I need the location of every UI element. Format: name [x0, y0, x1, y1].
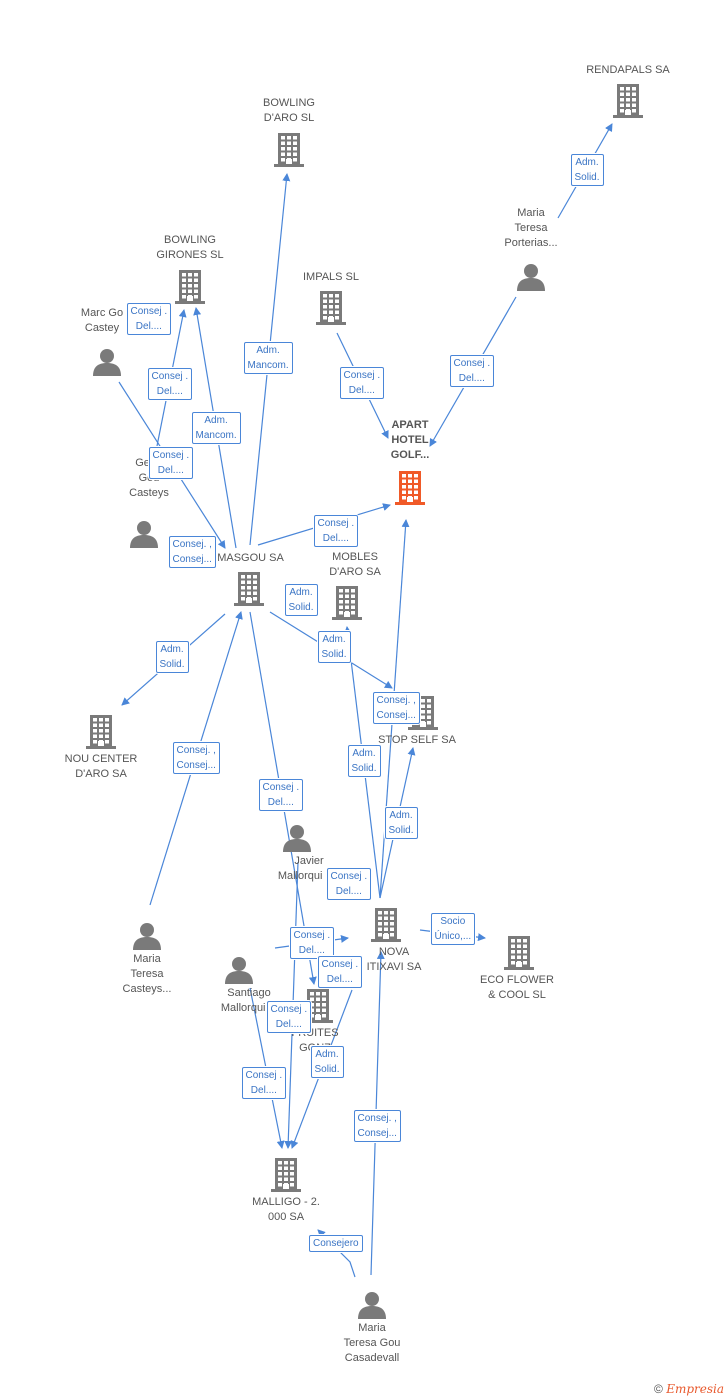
relation-badge[interactable]: Adm. Mancom. — [243, 342, 293, 374]
company-node-label[interactable]: BOWLING D'ARO SL — [234, 96, 344, 126]
relation-badge[interactable]: Consej. , Consej... — [172, 742, 220, 774]
company-node-label[interactable]: BOWLING GIRONES SL — [135, 233, 245, 263]
relation-badge[interactable]: Consej . Del.... — [258, 779, 304, 811]
relation-badge[interactable]: Adm. Mancom. — [191, 412, 241, 444]
relation-badge[interactable]: Consej . Del.... — [449, 355, 495, 387]
node-label-text: RENDAPALS SA — [586, 64, 670, 76]
company-node-label[interactable]: APART HOTEL GOLF... — [355, 418, 465, 463]
building-icon[interactable] — [371, 908, 401, 942]
building-icon[interactable] — [234, 572, 264, 606]
relation-badge[interactable]: Consej . Del.... — [148, 447, 194, 479]
company-node-label[interactable]: NOU CENTER D'ARO SA — [46, 752, 156, 782]
person-icon[interactable] — [133, 922, 161, 950]
relation-badge[interactable]: Consej . Del.... — [147, 368, 193, 400]
node-label-text: STOP SELF SA — [378, 734, 456, 746]
company-node-label[interactable]: IMASGOU SA — [194, 551, 304, 566]
person-icon[interactable] — [358, 1291, 386, 1319]
person-node-label[interactable]: Maria Teresa Casteys... — [92, 952, 202, 997]
relation-badge[interactable]: Consej . Del.... — [326, 868, 372, 900]
relation-badge[interactable]: Consej. , Consej... — [372, 692, 420, 724]
relation-badge[interactable]: Consej . Del.... — [313, 515, 359, 547]
building-icon[interactable] — [395, 471, 425, 505]
node-label-text: MOBLES D'ARO SA — [329, 551, 381, 578]
node-label-text: BOWLING GIRONES SL — [156, 234, 224, 261]
node-label-text: MALLIGO - 2. 000 SA — [252, 1196, 320, 1223]
relation-badge[interactable]: Adm. Solid. — [347, 745, 381, 777]
relation-badge[interactable]: Consej . Del.... — [241, 1067, 287, 1099]
node-label-text: Marc Go Castey — [80, 307, 124, 334]
relation-badge[interactable]: Consej . Del.... — [126, 303, 172, 335]
copyright-symbol: © — [654, 1382, 663, 1396]
node-label-text: Maria Teresa Casteys... — [122, 953, 172, 995]
footer: © Empresia — [654, 1382, 724, 1396]
person-icon[interactable] — [517, 263, 545, 291]
building-icon[interactable] — [274, 133, 304, 167]
company-node-label[interactable]: ECO FLOWER & COOL SL — [462, 973, 572, 1003]
building-icon[interactable] — [504, 936, 534, 970]
node-label-text: APART HOTEL GOLF... — [390, 419, 430, 461]
node-label-text: Maria Teresa Porterias... — [504, 207, 558, 249]
node-label-text: Maria Teresa Gou Casadevall — [343, 1322, 401, 1364]
building-icon[interactable] — [316, 291, 346, 325]
person-node-label[interactable]: Maria Teresa Porterias... — [476, 206, 586, 251]
relation-badge[interactable]: Adm. Solid. — [310, 1046, 344, 1078]
building-icon[interactable] — [271, 1158, 301, 1192]
node-label-text: BOWLING D'ARO SL — [263, 97, 315, 124]
company-node-label[interactable]: MOBLES D'ARO SA — [300, 550, 410, 580]
relation-badge[interactable]: Adm. Solid. — [155, 641, 189, 673]
node-label-text: IMASGOU SA — [214, 552, 284, 564]
person-icon[interactable] — [93, 348, 121, 376]
brand-logo[interactable]: Empresia — [666, 1382, 724, 1396]
relation-badge[interactable]: Consejero — [309, 1234, 363, 1252]
node-label-text: ECO FLOWER & COOL SL — [480, 974, 554, 1001]
person-icon[interactable] — [283, 824, 311, 852]
person-node-label[interactable]: Maria Teresa Gou Casadevall — [317, 1321, 427, 1366]
relation-badge[interactable]: Adm. Solid. — [317, 631, 351, 663]
company-node-label[interactable]: NOVA ITIXAVI SA — [339, 945, 449, 975]
node-label-text: NOU CENTER D'ARO SA — [64, 753, 138, 780]
relation-badge[interactable]: Consej . Del.... — [289, 927, 335, 959]
relation-badge[interactable]: Consej . Del.... — [266, 1001, 312, 1033]
building-icon[interactable] — [332, 586, 362, 620]
node-label-text: NOVA ITIXAVI SA — [366, 946, 422, 973]
relation-badge[interactable]: Consej. , Consej... — [168, 536, 216, 568]
building-icon[interactable] — [86, 715, 116, 749]
person-node-label[interactable]: Marc Go Castey — [47, 306, 157, 336]
relation-badge[interactable]: Adm. Solid. — [384, 807, 418, 839]
company-node-label[interactable]: STOP SELF SA — [362, 733, 472, 748]
company-node-label[interactable]: IMPALS SL — [276, 270, 386, 285]
building-icon[interactable] — [303, 989, 333, 1023]
person-icon[interactable] — [225, 956, 253, 984]
relation-badge[interactable]: Socio Único,... — [430, 913, 476, 945]
company-node-label[interactable]: RENDAPALS SA — [573, 63, 683, 78]
relation-badge[interactable]: Adm. Solid. — [570, 154, 604, 186]
relation-badge[interactable]: Adm. Solid. — [284, 584, 318, 616]
relation-badge[interactable]: Consej . Del.... — [339, 367, 385, 399]
person-icon[interactable] — [130, 520, 158, 548]
company-node-label[interactable]: MALLIGO - 2. 000 SA — [231, 1195, 341, 1225]
node-label-text: IMPALS SL — [302, 271, 360, 283]
relation-badge[interactable]: Consej . Del.... — [317, 956, 363, 988]
building-icon[interactable] — [613, 84, 643, 118]
building-icon[interactable] — [175, 270, 205, 304]
relation-badge[interactable]: Consej. , Consej... — [353, 1110, 401, 1142]
